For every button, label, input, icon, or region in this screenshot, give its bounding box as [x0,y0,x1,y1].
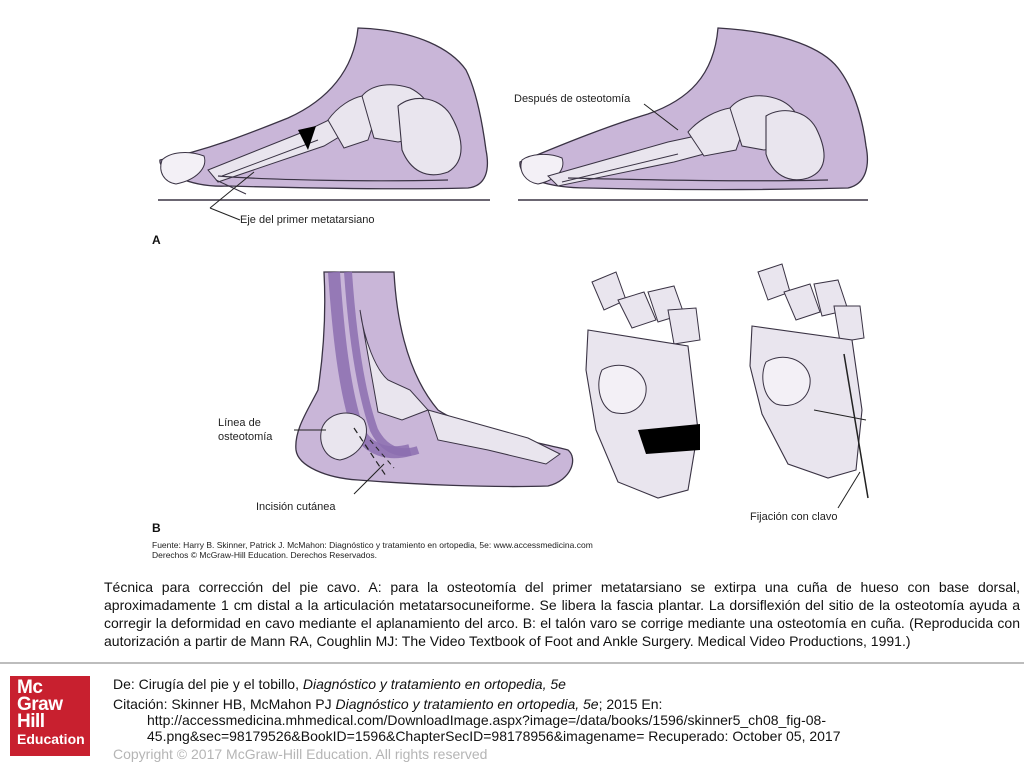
resected-wedge [638,424,700,454]
foot-surgery-diagram: Eje del primer metatarsiano Después de o… [152,27,869,560]
copyright-notice: Copyright © 2017 McGraw-Hill Education. … [113,746,488,762]
calcaneus-fixation-view: Fijación con clavo [749,263,869,523]
label-despues-osteotomia: Después de osteotomía [514,93,631,105]
foot-before-osteotomy: Eje del primer metatarsiano [158,27,490,226]
calcaneus-wedge-view [585,271,701,499]
mcgraw-hill-logo: Mc Graw Hill Education [10,676,90,756]
figure-illustration: Eje del primer metatarsiano Después de o… [148,10,870,560]
label-linea-osteotomia-1: Línea de [218,417,261,429]
figure-source-line-2: Derechos © McGraw-Hill Education. Derech… [152,550,377,560]
label-eje-metatarsiano: Eje del primer metatarsiano [240,214,375,226]
logo-line-3: Hill [17,711,45,732]
figure-source-line-1: Fuente: Harry B. Skinner, Patrick J. McM… [152,540,593,550]
citation-suffix: ; 2015 En: [598,696,663,712]
citation-url-line-1[interactable]: http://accessmedicina.mhmedical.com/Down… [147,712,826,728]
citation-footer: De: Cirugía del pie y el tobillo, Diagnó… [113,676,1013,744]
label-incision-cutanea: Incisión cutánea [256,501,336,513]
panel-label-a: A [152,233,161,247]
source-book-title: Diagnóstico y tratamiento en ortopedia, … [302,676,566,692]
label-fijacion-clavo: Fijación con clavo [750,511,837,523]
label-linea-osteotomia-2: osteotomía [218,431,273,443]
citation-book-title: Diagnóstico y tratamiento en ortopedia, … [335,696,599,712]
footer-divider [0,662,1024,664]
citation-prefix: Citación: Skinner HB, McMahon PJ [113,696,336,712]
logo-line-4: Education [17,731,85,747]
figure-caption: Técnica para corrección del pie cavo. A:… [104,579,1020,649]
logo-line-1: Mc [17,677,43,698]
source-prefix: De: Cirugía del pie y el tobillo, [113,676,303,692]
foot-medial-view: Línea de osteotomía Incisión cutánea [218,271,574,513]
citation-line: Citación: Skinner HB, McMahon PJ Diagnós… [113,696,1013,712]
citation-url-line-2[interactable]: 45.png&sec=98179526&BookID=1596&ChapterS… [147,728,841,744]
panel-label-b: B [152,521,161,535]
source-line: De: Cirugía del pie y el tobillo, Diagnó… [113,676,1013,692]
foot-after-osteotomy: Después de osteotomía [514,27,869,201]
logo-line-2: Graw [17,694,63,715]
